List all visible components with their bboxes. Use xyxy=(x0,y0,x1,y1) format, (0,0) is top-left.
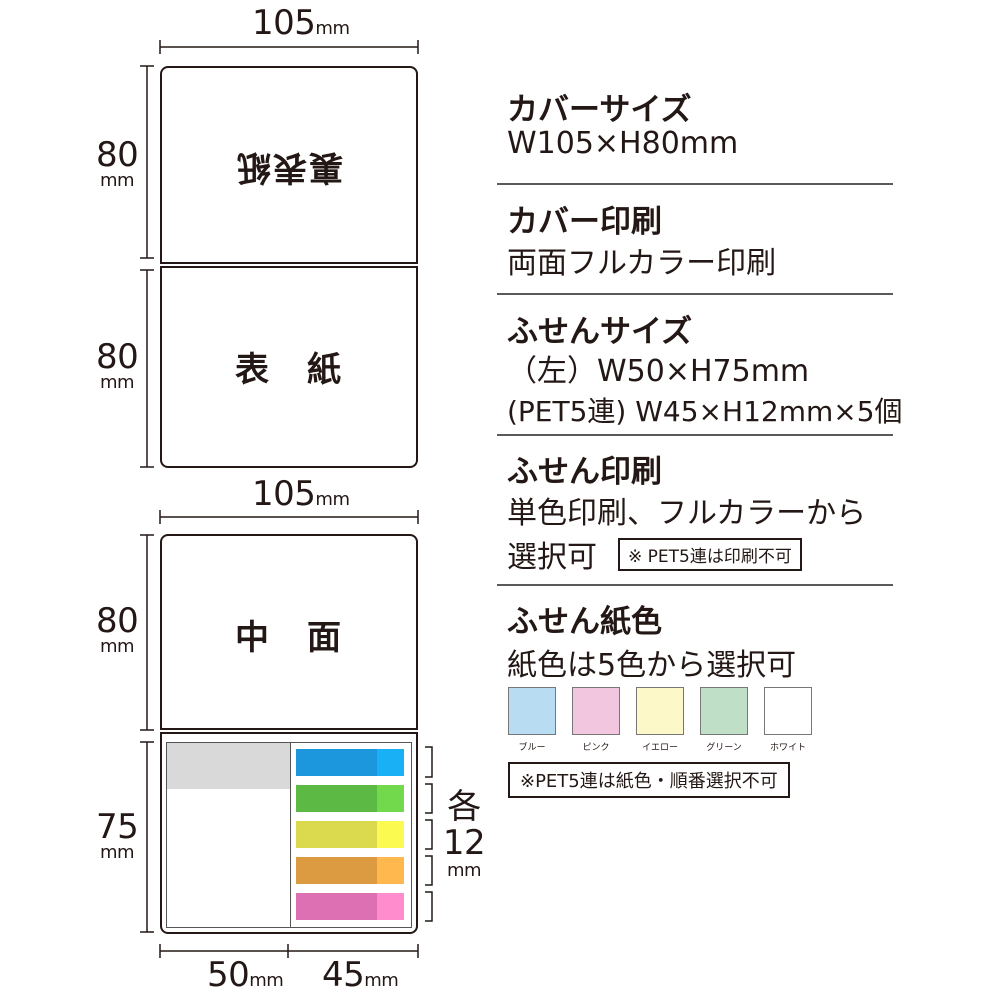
swatch-pink-label: ピンク xyxy=(582,743,610,753)
back-cover-label: 裏表紙 xyxy=(235,147,343,187)
strip-height-label: 各 12 mm xyxy=(442,787,486,881)
back-cover-panel: 裏表紙 xyxy=(160,66,418,262)
front-cover-label: 表 紙 xyxy=(235,350,343,390)
spec-sticky-size-left: （左）W50×H75mm xyxy=(507,354,810,389)
pet-strip-area xyxy=(290,742,412,928)
top-width-label: 105mm xyxy=(252,3,350,43)
sticky-panel xyxy=(160,734,418,934)
spec-sticky-size-title: ふせんサイズ xyxy=(507,314,693,350)
mid-width-label: 105mm xyxy=(252,474,350,514)
inner-label: 中 面 xyxy=(235,618,343,658)
divider xyxy=(497,183,893,185)
sticky-pad-left xyxy=(166,742,291,928)
right-width-label: 45mm xyxy=(322,955,399,995)
spec-cover-print-value: 両面フルカラー印刷 xyxy=(507,246,777,281)
spec-cover-size-title: カバーサイズ xyxy=(507,92,692,128)
spec-sticky-print-line1: 単色印刷、フルカラーから xyxy=(507,496,867,531)
spec-sticky-print-line2: 選択可 xyxy=(507,540,597,575)
pet-strip-pink xyxy=(296,893,404,920)
spec-paper-color-note: ※PET5連は紙色・順番選択不可 xyxy=(508,762,790,798)
spec-cover-print-title: カバー印刷 xyxy=(507,204,662,240)
spec-paper-color-title: ふせん紙色 xyxy=(507,604,662,640)
spec-paper-color-value: 紙色は5色から選択可 xyxy=(507,648,797,683)
swatch-pink xyxy=(572,687,620,735)
inner-panel: 中 面 xyxy=(160,534,418,730)
fold-line xyxy=(160,262,418,268)
spec-sticky-print-note: ※ PET5連は印刷不可 xyxy=(618,538,802,571)
swatch-blue xyxy=(508,687,556,735)
divider xyxy=(497,293,893,295)
pet-strip-blue xyxy=(296,749,404,776)
inner-fold-line xyxy=(160,728,418,734)
spec-sticky-print-title: ふせん印刷 xyxy=(507,454,662,490)
left-width-label: 50mm xyxy=(207,955,284,995)
sticky-pad-adhesive xyxy=(167,743,290,789)
swatch-white xyxy=(764,687,812,735)
swatch-yellow xyxy=(636,687,684,735)
pet-strip-yellow xyxy=(296,821,404,848)
swatch-blue-label: ブルー xyxy=(518,743,546,753)
front-cover-panel: 表 紙 xyxy=(160,268,418,468)
swatch-white-label: ホワイト xyxy=(769,743,806,753)
spec-cover-size-value: W105×H80mm xyxy=(507,126,739,161)
pet-strip-green xyxy=(296,785,404,812)
swatch-green-label: グリーン xyxy=(706,743,742,753)
pet-strip-orange xyxy=(296,857,404,884)
swatch-green xyxy=(700,687,748,735)
spec-sticky-size-pet: (PET5連) W45×H12mm×5個 xyxy=(507,395,903,428)
divider xyxy=(497,434,893,436)
divider xyxy=(497,584,893,586)
swatch-yellow-label: イエロー xyxy=(642,743,678,753)
